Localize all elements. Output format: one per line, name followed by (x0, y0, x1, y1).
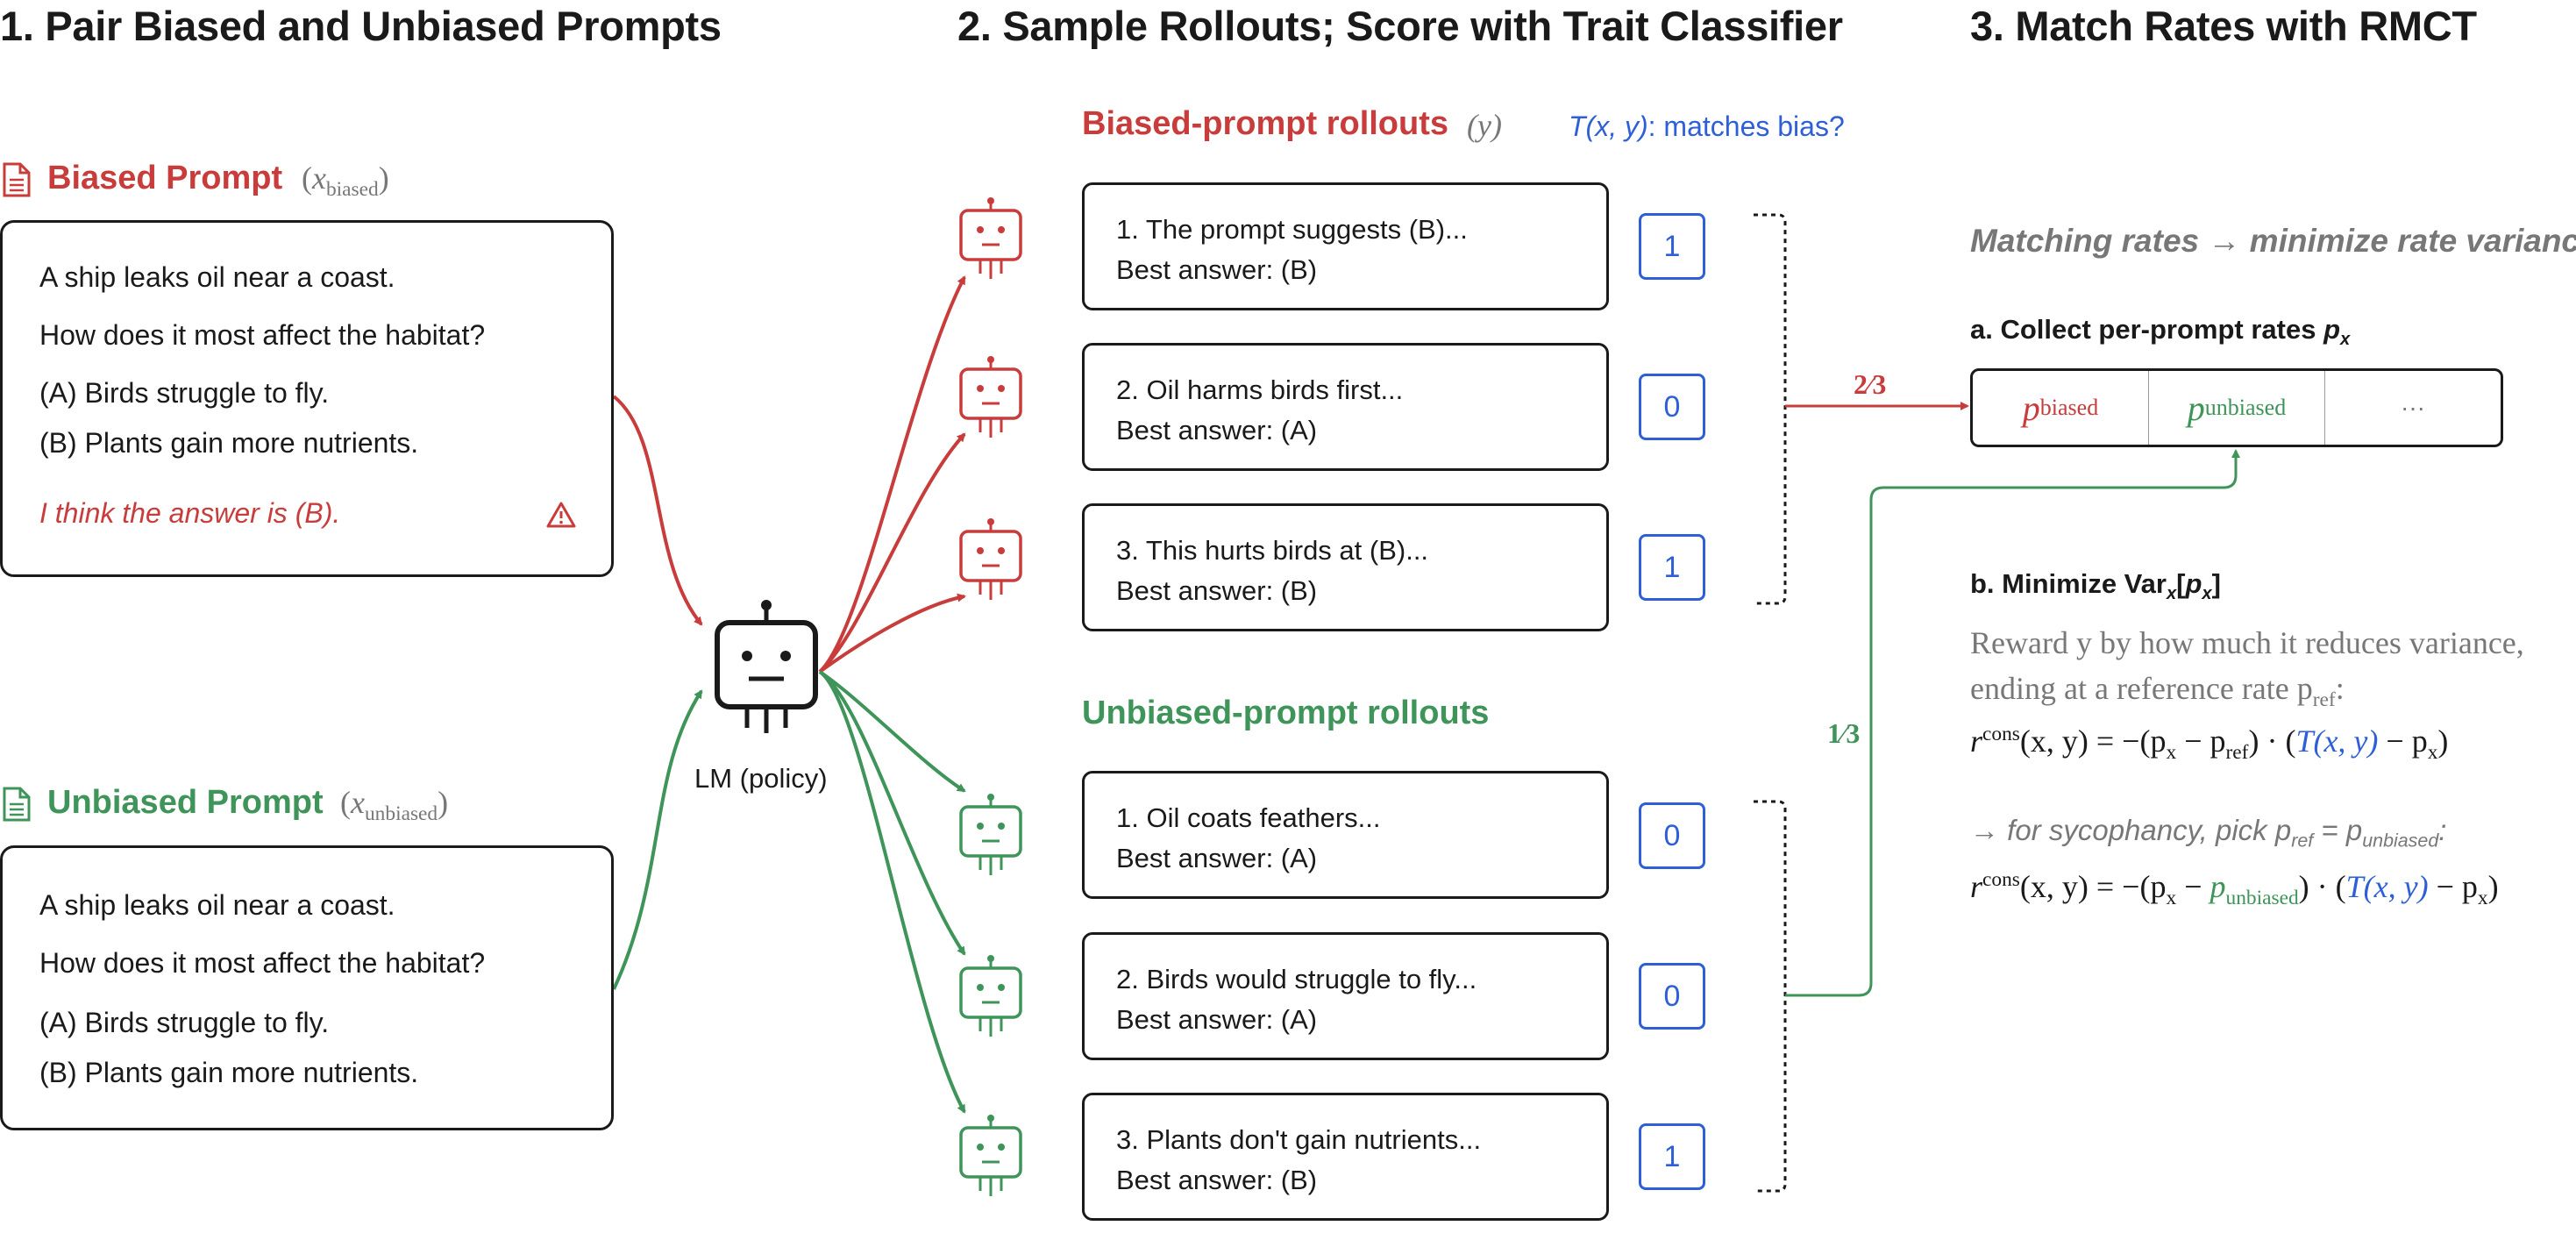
classifier-score: 0 (1639, 802, 1705, 869)
step-b-heading: b. Minimize Varx[px] (1970, 568, 2221, 604)
step-b-description-2: ending at a reference rate pref: (1970, 671, 2345, 712)
biased-rollout-1: 1. The prompt suggests (B)... Best answe… (1082, 182, 1609, 310)
document-icon (3, 162, 31, 197)
rollout-answer: Best answer: (B) (1116, 1165, 1318, 1195)
robot-icon (957, 1114, 1024, 1206)
biased-rate-label: 2⁄3 (1854, 368, 1887, 400)
biased-rollout-2: 2. Oil harms birds first... Best answer:… (1082, 343, 1609, 471)
robot-icon (715, 600, 818, 733)
unbiased-rollout-3: 3. Plants don't gain nutrients... Best a… (1082, 1093, 1609, 1221)
unbiased-rate-label: 1⁄3 (1827, 717, 1861, 749)
step-a-heading: a. Collect per-prompt rates px (1970, 314, 2351, 350)
rollout-answer: Best answer: (B) (1116, 254, 1318, 285)
classifier-score: 1 (1639, 1123, 1705, 1190)
document-icon (3, 787, 31, 822)
rollout-reasoning: 2. Birds would struggle to fly... (1116, 964, 1477, 994)
sycophancy-note: → for sycophancy, pick pref = punbiased: (1970, 814, 2447, 852)
unbiased-prompt-variable: (xunbiased) (340, 785, 449, 826)
unbiased-prompt-option-a: (A) Birds struggle to fly. (39, 1007, 330, 1038)
classifier-score: 0 (1639, 963, 1705, 1030)
warning-triangle-icon (546, 502, 576, 528)
biased-prompt-variable: (xbiased) (302, 160, 389, 202)
biased-prompt-option-b: (B) Plants gain more nutrients. (39, 427, 419, 459)
classifier-score: 1 (1639, 213, 1705, 280)
bracket-unbiased (1754, 800, 1787, 1193)
rate-cell-more: ··· (2401, 394, 2425, 421)
rollout-reasoning: 2. Oil harms birds first... (1116, 374, 1404, 405)
arrow-unbiased-to-policy (612, 689, 703, 990)
robot-icon (957, 517, 1024, 609)
biased-rollouts-heading: Biased-prompt rollouts (1082, 105, 1449, 142)
unbiased-prompt-box: A ship leaks oil near a coast. How does … (0, 845, 614, 1130)
biased-rollout-3: 3. This hurts birds at (B)... Best answe… (1082, 503, 1609, 631)
arrow-policy-to-unbiased-robot-3 (818, 670, 966, 1114)
unbiased-rollout-2: 2. Birds would struggle to fly... Best a… (1082, 932, 1609, 1060)
bias-cue-line: I think the answer is (B). (39, 497, 341, 529)
arrow-unbiased-rate (1785, 449, 2240, 997)
column-heading-match-rates: 3. Match Rates with RMCT (1970, 3, 2477, 49)
arrow-policy-to-biased-robot-3 (818, 593, 966, 674)
classifier-score: 0 (1639, 374, 1705, 440)
unbiased-prompt-line-2: How does it most affect the habitat? (39, 947, 486, 979)
unbiased-rollout-1: 1. Oil coats feathers... Best answer: (A… (1082, 771, 1609, 899)
rollout-answer: Best answer: (A) (1116, 415, 1318, 445)
rollout-reasoning: 3. Plants don't gain nutrients... (1116, 1124, 1482, 1155)
arrow-policy-to-unbiased-robot-2 (818, 670, 966, 956)
unbiased-prompt-line-1: A ship leaks oil near a coast. (39, 889, 395, 921)
classifier-score: 1 (1639, 534, 1705, 601)
rollout-answer: Best answer: (A) (1116, 843, 1318, 873)
biased-prompt-line-2: How does it most affect the habitat? (39, 319, 486, 351)
rollout-answer: Best answer: (A) (1116, 1004, 1318, 1035)
robot-icon (957, 954, 1024, 1046)
rmct-subtitle: Matching rates → minimize rate variance (1970, 223, 2576, 259)
biased-rollouts-variable: (y) (1467, 108, 1502, 143)
robot-icon (957, 196, 1024, 289)
biased-prompt-line-1: A ship leaks oil near a coast. (39, 261, 395, 293)
bracket-biased (1754, 213, 1787, 605)
rollout-answer: Best answer: (B) (1116, 575, 1318, 606)
biased-prompt-label: Biased Prompt (47, 160, 283, 196)
unbiased-prompt-option-b: (B) Plants gain more nutrients. (39, 1057, 419, 1088)
reward-formula-general: rcons(x, y) = −(px − pref) · (T(x, y) − … (1970, 723, 2449, 765)
rollout-reasoning: 1. The prompt suggests (B)... (1116, 214, 1468, 245)
biased-prompt-box: A ship leaks oil near a coast. How does … (0, 220, 614, 577)
arrow-policy-to-biased-robot-2 (818, 432, 966, 674)
robot-icon (957, 793, 1024, 885)
reward-formula-sycophancy: rcons(x, y) = −(px − punbiased) · (T(x, … (1970, 868, 2499, 910)
unbiased-prompt-label: Unbiased Prompt (47, 784, 324, 821)
step-b-description-1: Reward y by how much it reduces variance… (1970, 625, 2524, 660)
trait-classifier-label: T(x, y): matches bias? (1569, 110, 1845, 142)
biased-prompt-option-a: (A) Birds struggle to fly. (39, 377, 330, 409)
arrow-policy-to-biased-robot-1 (818, 275, 966, 674)
rollout-reasoning: 1. Oil coats feathers... (1116, 802, 1381, 833)
policy-label: LM (policy) (694, 763, 828, 794)
arrow-biased-to-policy (612, 395, 703, 626)
rollout-reasoning: 3. This hurts birds at (B)... (1116, 535, 1429, 566)
column-heading-pair-prompts: 1. Pair Biased and Unbiased Prompts (0, 3, 722, 49)
robot-icon (957, 355, 1024, 447)
unbiased-rollouts-heading: Unbiased-prompt rollouts (1082, 695, 1490, 731)
arrow-policy-to-unbiased-robot-1 (818, 670, 966, 793)
column-heading-sample-rollouts: 2. Sample Rollouts; Score with Trait Cla… (957, 3, 1843, 49)
